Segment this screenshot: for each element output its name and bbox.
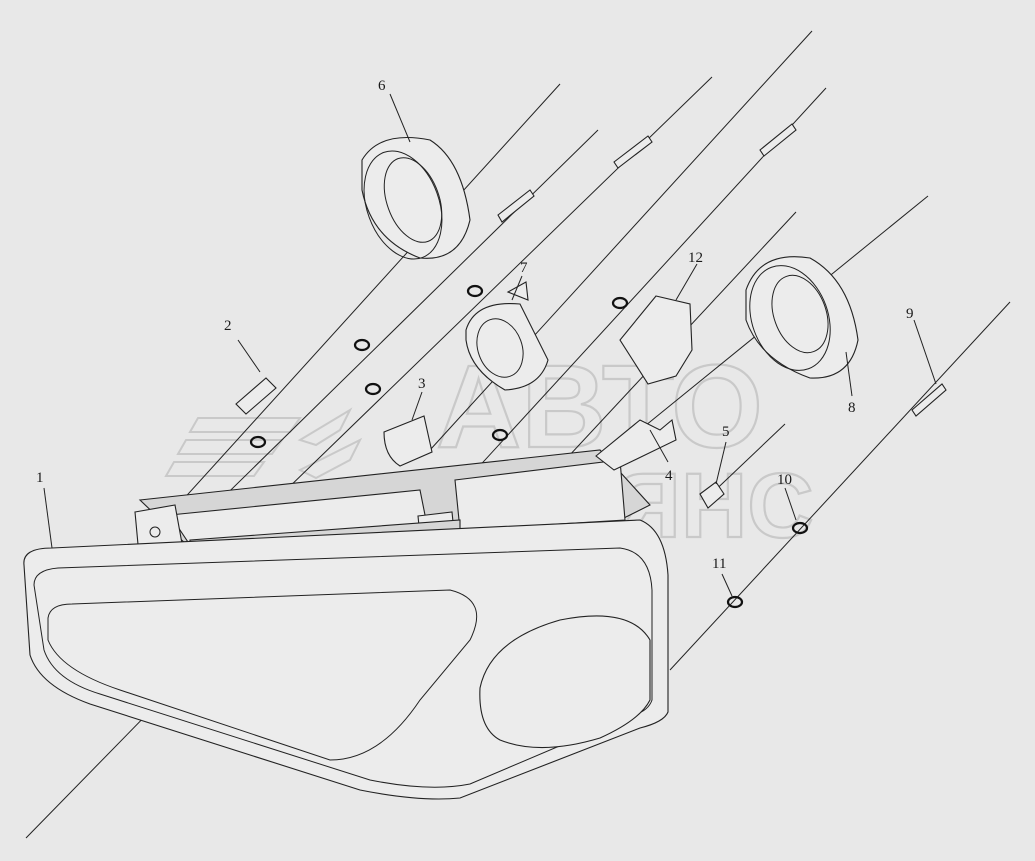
part-12-connector bbox=[619, 295, 693, 385]
callout-leaders bbox=[43, 93, 937, 597]
callout-1: 1 bbox=[36, 470, 44, 486]
callout-8: 8 bbox=[848, 400, 856, 416]
headlamp-housing bbox=[23, 449, 669, 800]
washers bbox=[249, 284, 809, 609]
callout-7: 7 bbox=[520, 260, 528, 276]
callout-9: 9 bbox=[906, 306, 914, 322]
callout-labels: 1 2 3 4 5 6 7 8 9 10 11 12 bbox=[36, 78, 914, 572]
callout-2: 2 bbox=[224, 318, 232, 334]
part-2-bulb bbox=[235, 377, 277, 415]
callout-6: 6 bbox=[378, 78, 386, 94]
bolts bbox=[497, 123, 947, 417]
callout-12: 12 bbox=[688, 250, 703, 266]
callout-3: 3 bbox=[418, 376, 426, 392]
callout-5: 5 bbox=[722, 424, 730, 440]
bulbs bbox=[235, 377, 725, 509]
callout-4: 4 bbox=[665, 468, 673, 484]
part-6-ring bbox=[361, 136, 471, 260]
part-3-bulb bbox=[383, 415, 433, 467]
part-5-bulb bbox=[699, 481, 725, 509]
callout-11: 11 bbox=[712, 556, 726, 572]
callout-10: 10 bbox=[777, 472, 792, 488]
part-8-ring bbox=[745, 256, 859, 379]
part-4-bulb bbox=[595, 418, 677, 471]
